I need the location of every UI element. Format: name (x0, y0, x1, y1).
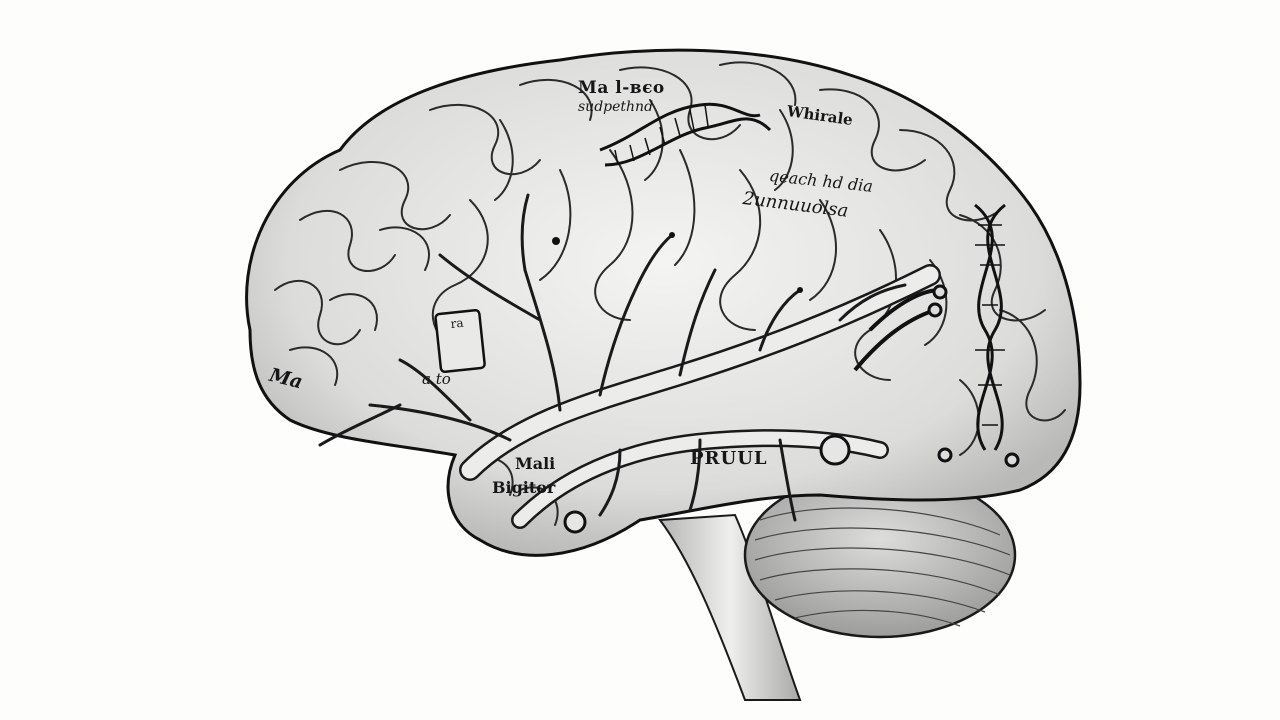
dna-helix-right (853, 203, 1020, 468)
label-top-2: sudpethnd (578, 99, 654, 115)
label-abbr-1-a: a (422, 370, 431, 388)
dna-helix-top (599, 102, 772, 167)
vessel-network (318, 193, 941, 534)
label-device: ra (449, 315, 465, 331)
label-abbr-1-b: to (435, 370, 451, 388)
label-lower-3: PRUUL (690, 448, 768, 469)
label-lower-2: Bigitor (492, 478, 556, 497)
implant-device (434, 308, 486, 373)
label-top-1: Ma l-вєо (578, 78, 665, 98)
label-abbr-1: a to (422, 372, 451, 387)
label-lower-1: Mali (515, 454, 556, 473)
cerebrum (245, 48, 1082, 557)
